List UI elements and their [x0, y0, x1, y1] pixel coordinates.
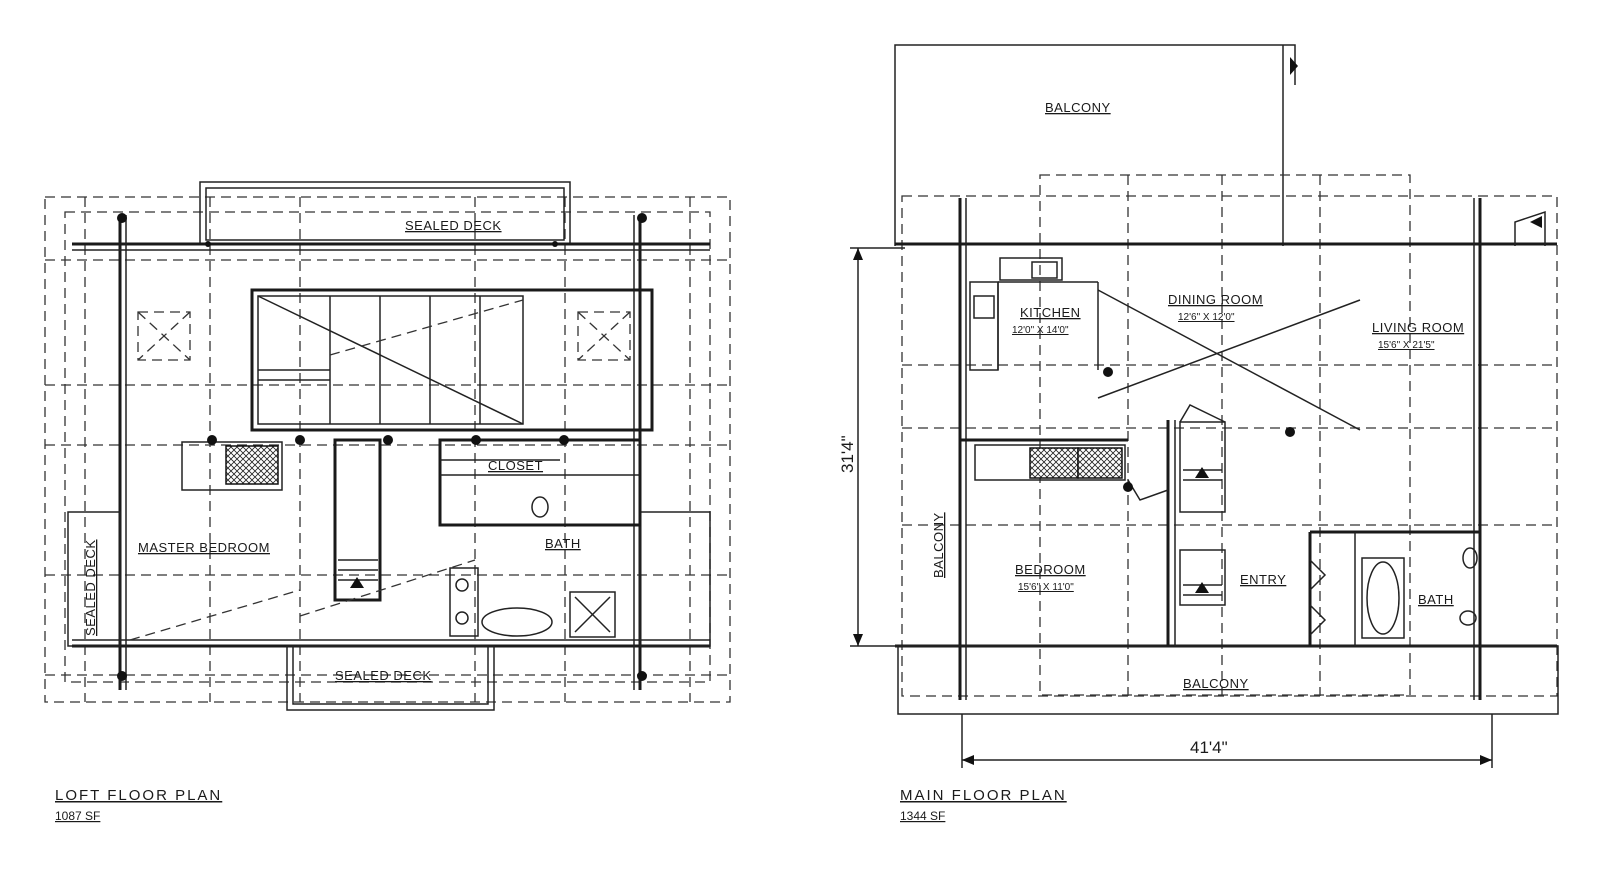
- loft-shower: [569, 591, 616, 638]
- loft-closet-label: CLOSET: [488, 458, 543, 473]
- main-dimension-width: 41'4": [961, 714, 1493, 768]
- main-balcony-bottom: [897, 645, 1559, 715]
- main-fireplace: [974, 444, 1126, 481]
- main-living-label: LIVING ROOM: [1372, 320, 1464, 335]
- loft-posts: [117, 213, 647, 681]
- main-balcony-bottom-label: BALCONY: [1183, 676, 1249, 691]
- main-kitchen-dims: 12'0" X 14'0": [1012, 325, 1069, 336]
- main-stair-lower: [1179, 549, 1226, 606]
- main-bedroom-label: BEDROOM: [1015, 562, 1086, 577]
- main-kitchen-label: KITCHEN: [1020, 305, 1081, 320]
- loft-sealed-deck-bottom-label: SEALED DECK: [335, 668, 432, 683]
- main-tub: [1361, 557, 1405, 639]
- main-living-dims: 15'6" X 21'5": [1378, 340, 1435, 351]
- main-stair-upper: [1179, 421, 1226, 513]
- loft-sealed-deck-top-label: SEALED DECK: [405, 218, 502, 233]
- loft-sealed-deck-top: [199, 181, 571, 245]
- loft-vanity: [449, 567, 479, 637]
- main-plan-title: MAIN FLOOR PLAN: [900, 787, 1067, 804]
- main-toilet: [1459, 610, 1477, 626]
- loft-skylight-left: [137, 311, 191, 361]
- loft-outer-dashed-outline: [44, 196, 731, 703]
- main-kitchen-counter: [969, 281, 999, 371]
- loft-stair: [333, 438, 382, 602]
- loft-open-to-below: [250, 288, 654, 432]
- loft-sealed-deck-left-label: SEALED DECK: [83, 539, 98, 636]
- loft-plan-title: LOFT FLOOR PLAN: [55, 787, 222, 804]
- loft-bath-label: BATH: [545, 536, 581, 551]
- main-posts: [1123, 427, 1295, 492]
- loft-skylight-right: [577, 311, 631, 361]
- main-plan-area: 1344 SF: [900, 809, 945, 823]
- loft-floor-plan: SEALED DECK SEALED DECK SEALED DECK MAST…: [44, 181, 731, 823]
- loft-master-bedroom-label: MASTER BEDROOM: [138, 540, 270, 555]
- main-bath-label: BATH: [1418, 592, 1454, 607]
- main-bedroom-dims: 15'6" X 11'0": [1018, 582, 1074, 593]
- main-floor-plan: 31'4" 41'4" BALCONY BALCONY BALCONY KITC…: [838, 44, 1559, 823]
- main-balcony-top-label: BALCONY: [1045, 100, 1111, 115]
- main-balcony-left-label: BALCONY: [931, 512, 946, 578]
- loft-toilet: [531, 496, 549, 518]
- loft-inner-dashed-outline: [64, 211, 711, 683]
- main-dining-dims: 12'6" X 12'0": [1178, 312, 1235, 323]
- loft-tub: [481, 607, 553, 637]
- loft-sealed-deck-left: [67, 511, 121, 647]
- main-sink: [1462, 547, 1478, 569]
- main-width-label: 41'4": [1190, 738, 1228, 757]
- main-depth-label: 31'4": [838, 435, 857, 473]
- loft-plan-area: 1087 SF: [55, 809, 100, 823]
- main-dining-label: DINING ROOM: [1168, 292, 1263, 307]
- main-entry-label: ENTRY: [1240, 572, 1286, 587]
- main-balcony-top: [894, 44, 1296, 246]
- loft-closet: [438, 438, 642, 527]
- main-outer-dashed-outline: [901, 195, 1558, 697]
- loft-chimney: [181, 441, 283, 491]
- main-dimension-depth: 31'4": [838, 247, 905, 647]
